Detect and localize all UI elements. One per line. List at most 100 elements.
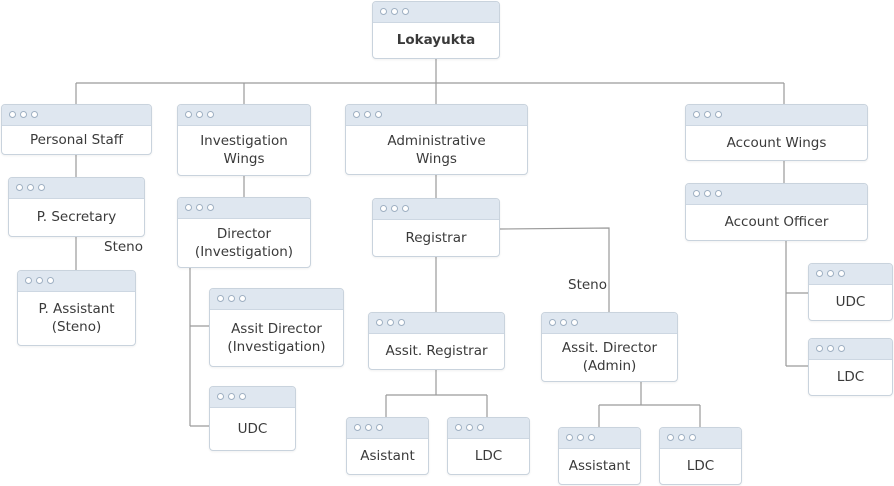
window-dot-icon (838, 270, 845, 277)
window-dot-icon (577, 434, 584, 441)
node-title-bar (347, 418, 428, 439)
node-title-bar (542, 313, 677, 334)
node-title-bar (660, 428, 741, 449)
window-dot-icon (364, 111, 371, 118)
window-dot-icon (816, 345, 823, 352)
window-dot-icon (566, 434, 573, 441)
window-dot-icon (20, 111, 27, 118)
node-label: Investigation Wings (200, 133, 288, 167)
node-label: Account Officer (724, 214, 829, 230)
node-ldc-registrar[interactable]: LDC (447, 417, 530, 475)
window-dot-icon (239, 295, 246, 302)
node-director-investigation[interactable]: Director (Investigation) (177, 197, 311, 268)
window-dot-icon (207, 204, 214, 211)
node-title-bar (559, 428, 640, 449)
node-personal-staff[interactable]: Personal Staff (1, 104, 152, 155)
node-registrar[interactable]: Registrar (372, 198, 500, 257)
node-label: LDC (686, 458, 715, 474)
window-dot-icon (466, 424, 473, 431)
window-dot-icon (571, 319, 578, 326)
node-assit-director-admin[interactable]: Assit. Director (Admin) (541, 312, 678, 382)
window-dot-icon (353, 111, 360, 118)
node-udc-account[interactable]: UDC (808, 263, 893, 321)
node-account-wings[interactable]: Account Wings (685, 104, 868, 161)
node-label: Administrative Wings (387, 132, 486, 167)
node-title-bar (686, 105, 867, 126)
node-label: P. Secretary (36, 209, 117, 225)
window-dot-icon (375, 111, 382, 118)
node-label: Assit Director (Investigation) (227, 320, 326, 355)
node-assistant-admin[interactable]: Assistant (558, 427, 641, 485)
node-investigation-wings[interactable]: Investigation Wings (177, 104, 311, 176)
node-title-bar (809, 264, 892, 285)
window-dot-icon (402, 205, 409, 212)
window-dot-icon (693, 190, 700, 197)
node-ldc-admin[interactable]: LDC (659, 427, 742, 485)
node-title-bar (809, 339, 892, 360)
window-dot-icon (704, 111, 711, 118)
node-administrative-wings[interactable]: Administrative Wings (345, 104, 528, 175)
steno-note: Steno (568, 277, 607, 293)
node-label: P. Assistant (Steno) (38, 301, 115, 335)
node-title-bar (9, 178, 144, 199)
node-title-bar (178, 198, 310, 219)
node-title-bar (346, 105, 527, 126)
node-label: Personal Staff (29, 131, 124, 148)
window-dot-icon (715, 111, 722, 118)
window-dot-icon (196, 111, 203, 118)
window-dot-icon (391, 8, 398, 15)
window-dot-icon (816, 270, 823, 277)
node-label: Assit. Director (Admin) (561, 340, 658, 374)
steno-note: Steno (104, 239, 143, 255)
window-dot-icon (228, 393, 235, 400)
window-dot-icon (380, 8, 387, 15)
window-dot-icon (588, 434, 595, 441)
node-ldc-account[interactable]: LDC (808, 338, 893, 396)
window-dot-icon (549, 319, 556, 326)
node-label: Lokayukta (396, 32, 476, 48)
window-dot-icon (398, 319, 405, 326)
window-dot-icon (380, 205, 387, 212)
node-lokayukta[interactable]: Lokayukta (372, 1, 500, 59)
node-assit-registrar[interactable]: Assit. Registrar (368, 312, 505, 370)
window-dot-icon (25, 277, 32, 284)
window-dot-icon (207, 111, 214, 118)
node-udc-investigation[interactable]: UDC (209, 386, 296, 451)
window-dot-icon (31, 111, 38, 118)
node-account-officer[interactable]: Account Officer (685, 183, 868, 241)
window-dot-icon (391, 205, 398, 212)
window-dot-icon (47, 277, 54, 284)
window-dot-icon (827, 345, 834, 352)
window-dot-icon (376, 319, 383, 326)
node-p-secretary[interactable]: P. Secretary (8, 177, 145, 237)
window-dot-icon (38, 184, 45, 191)
node-title-bar (686, 184, 867, 205)
window-dot-icon (36, 277, 43, 284)
node-label: LDC (474, 448, 503, 464)
node-assit-director-investigation[interactable]: Assit Director (Investigation) (209, 288, 344, 367)
window-dot-icon (667, 434, 674, 441)
node-label: Registrar (405, 229, 467, 246)
window-dot-icon (678, 434, 685, 441)
window-dot-icon (27, 184, 34, 191)
window-dot-icon (693, 111, 700, 118)
window-dot-icon (365, 424, 372, 431)
window-dot-icon (217, 393, 224, 400)
node-asistant[interactable]: Asistant (346, 417, 429, 475)
node-title-bar (178, 105, 310, 126)
node-title-bar (18, 271, 135, 292)
window-dot-icon (16, 184, 23, 191)
node-label: UDC (237, 420, 268, 437)
node-p-assistant[interactable]: P. Assistant (Steno) (17, 270, 136, 346)
window-dot-icon (185, 204, 192, 211)
window-dot-icon (196, 204, 203, 211)
window-dot-icon (402, 8, 409, 15)
node-title-bar (2, 105, 151, 126)
window-dot-icon (827, 270, 834, 277)
window-dot-icon (838, 345, 845, 352)
window-dot-icon (376, 424, 383, 431)
window-dot-icon (217, 295, 224, 302)
window-dot-icon (715, 190, 722, 197)
window-dot-icon (455, 424, 462, 431)
